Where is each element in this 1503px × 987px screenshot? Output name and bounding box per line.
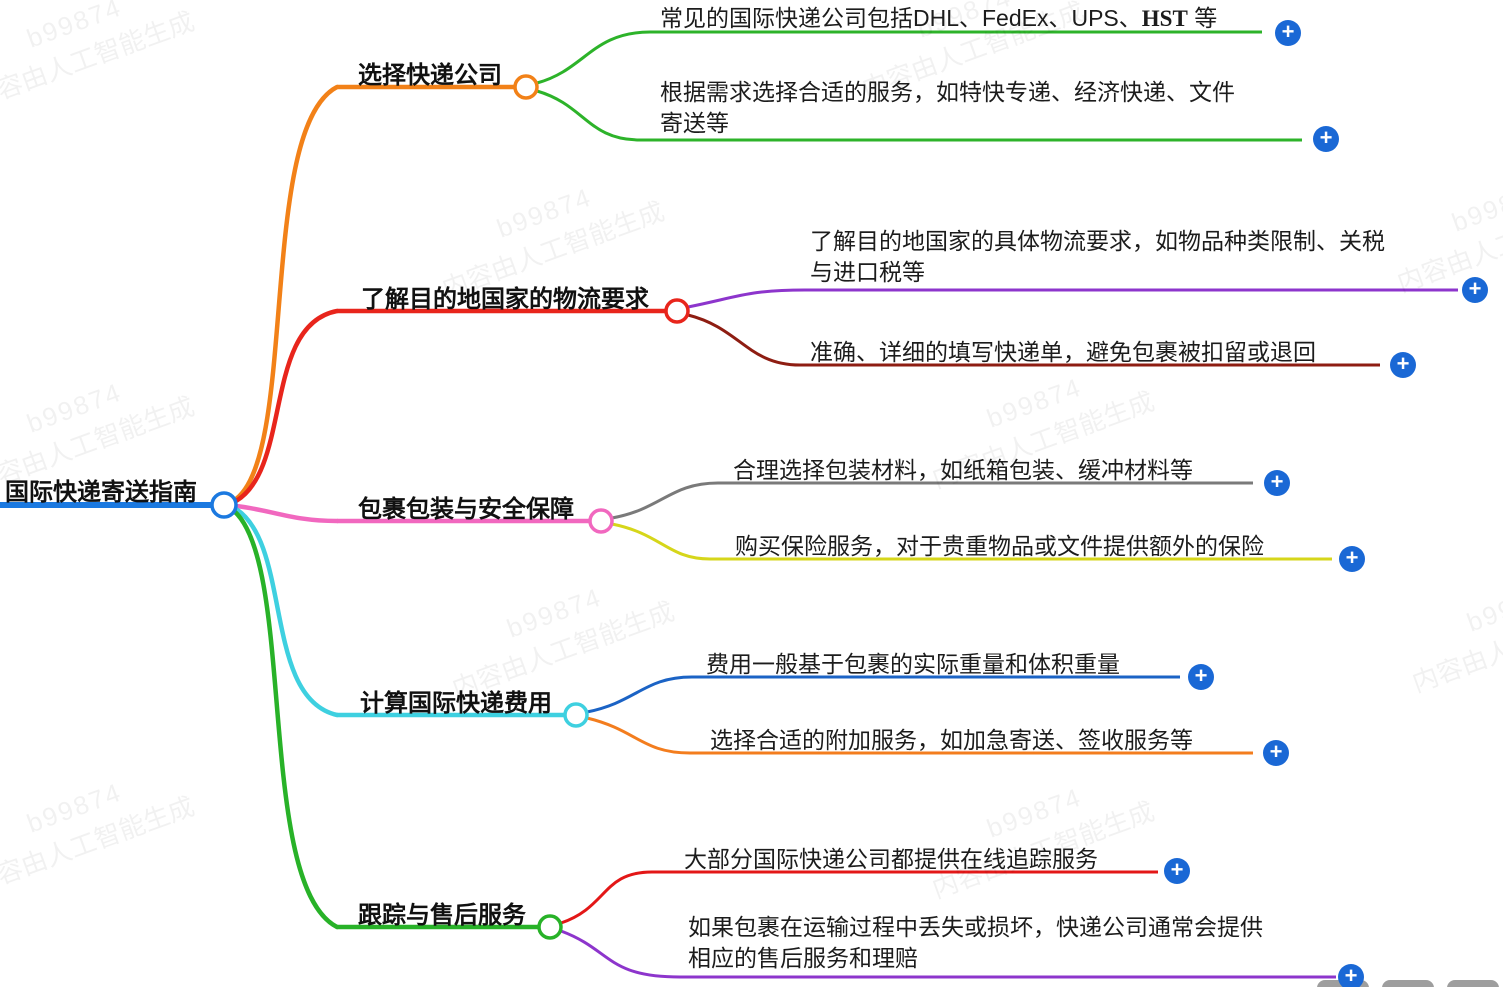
leaf-node-2b[interactable]: 准确、详细的填写快递单，避免包裹被扣留或退回 bbox=[810, 339, 1316, 365]
expand-button-5b[interactable]: + bbox=[1338, 963, 1364, 987]
expand-button-3a[interactable]: + bbox=[1264, 469, 1290, 496]
root-node[interactable]: 国际快递寄送指南 bbox=[5, 479, 197, 506]
expand-button-2b[interactable]: + bbox=[1390, 351, 1416, 378]
leaf-node-5a[interactable]: 大部分国际快递公司都提供在线追踪服务 bbox=[684, 846, 1098, 872]
leaf-line-5b bbox=[559, 929, 682, 979]
leaf-node-3a[interactable]: 合理选择包装材料，如纸箱包装、缓冲材料等 bbox=[733, 457, 1193, 483]
expand-button-1b[interactable]: + bbox=[1313, 125, 1339, 152]
plus-icon: + bbox=[1344, 963, 1358, 987]
branch-node-circle-2[interactable] bbox=[664, 298, 690, 324]
plus-icon: + bbox=[1170, 857, 1184, 882]
root-node-circle[interactable] bbox=[210, 491, 238, 519]
expand-button-3b[interactable]: + bbox=[1339, 545, 1365, 572]
leaf-line-4b bbox=[585, 716, 692, 755]
leaf-node-1a[interactable]: 常见的国际快递公司包括DHL、FedEx、UPS、HST 等 bbox=[660, 3, 1217, 34]
plus-icon: + bbox=[1194, 663, 1208, 688]
leaf-line-3a bbox=[610, 481, 720, 520]
branch-line-2 bbox=[233, 308, 340, 504]
plus-icon: + bbox=[1396, 351, 1410, 376]
branch-node-3[interactable]: 包裹包装与安全保障 bbox=[358, 496, 574, 523]
plus-icon: + bbox=[1270, 469, 1284, 494]
leaf-node-1b[interactable]: 根据需求选择合适的服务，如特快专递、经济快递、文件 寄送等 bbox=[660, 79, 1235, 136]
branch-line-3 bbox=[233, 503, 340, 524]
plus-icon: + bbox=[1269, 739, 1283, 764]
toolbar-button-2[interactable] bbox=[1382, 980, 1434, 987]
leaf-node-3b[interactable]: 购买保险服务，对于贵重物品或文件提供额外的保险 bbox=[735, 533, 1264, 559]
branch-line-4 bbox=[233, 506, 340, 718]
plus-icon: + bbox=[1281, 19, 1295, 44]
leaf-text-bold-segment: HST bbox=[1141, 6, 1188, 31]
branch-line-5 bbox=[231, 508, 340, 930]
leaf-line-2b bbox=[686, 313, 802, 367]
branch-node-circle-3[interactable] bbox=[588, 508, 614, 534]
plus-icon: + bbox=[1345, 545, 1359, 570]
leaf-text-segment: 等 bbox=[1187, 5, 1218, 31]
branch-node-2[interactable]: 了解目的地国家的物流要求 bbox=[361, 286, 649, 313]
leaf-text-segment: 常见的国际快递公司包括DHL、FedEx、UPS、 bbox=[660, 5, 1142, 31]
leaf-line-5a bbox=[559, 870, 654, 925]
branch-node-5[interactable]: 跟踪与售后服务 bbox=[358, 902, 526, 929]
branch-node-circle-1[interactable] bbox=[513, 74, 539, 100]
branch-node-4[interactable]: 计算国际快递费用 bbox=[360, 690, 552, 717]
leaf-node-5b[interactable]: 如果包裹在运输过程中丢失或损坏，快递公司通常会提供 相应的售后服务和理赔 bbox=[688, 914, 1263, 971]
leaf-node-4a[interactable]: 费用一般基于包裹的实际重量和体积重量 bbox=[706, 651, 1120, 677]
branch-line-1 bbox=[233, 84, 340, 502]
leaf-node-4b[interactable]: 选择合适的附加服务，如加急寄送、签收服务等 bbox=[710, 727, 1193, 753]
leaf-node-2a[interactable]: 了解目的地国家的具体物流要求，如物品种类限制、关税 与进口税等 bbox=[810, 228, 1385, 285]
leaf-line-1a bbox=[535, 30, 652, 85]
expand-button-4b[interactable]: + bbox=[1263, 739, 1289, 766]
branch-node-circle-5[interactable] bbox=[537, 914, 563, 940]
expand-button-1a[interactable]: + bbox=[1275, 19, 1301, 46]
expand-button-5a[interactable]: + bbox=[1164, 857, 1190, 884]
leaf-line-4a bbox=[585, 675, 694, 714]
plus-icon: + bbox=[1468, 276, 1482, 301]
branch-node-1[interactable]: 选择快递公司 bbox=[358, 62, 502, 89]
plus-icon: + bbox=[1319, 125, 1333, 150]
expand-button-2a[interactable]: + bbox=[1462, 276, 1488, 303]
expand-button-4a[interactable]: + bbox=[1188, 663, 1214, 690]
leaf-line-3b bbox=[610, 522, 712, 561]
toolbar-button-3[interactable] bbox=[1447, 980, 1499, 987]
leaf-line-1b bbox=[535, 89, 642, 142]
branch-node-circle-4[interactable] bbox=[563, 702, 589, 728]
leaf-line-2a bbox=[686, 288, 807, 309]
